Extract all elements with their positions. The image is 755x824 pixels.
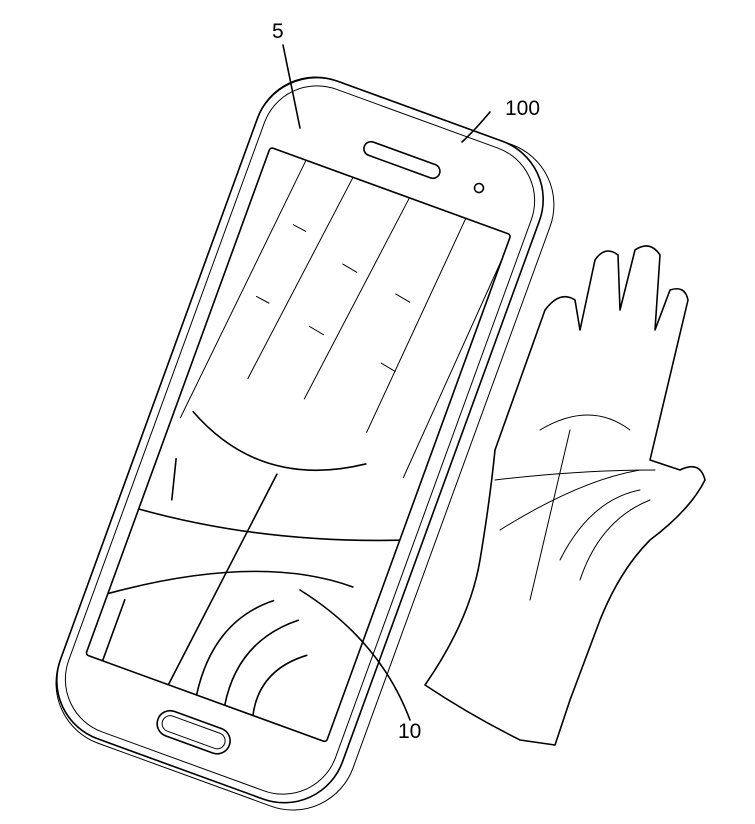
- hand: [424, 245, 706, 746]
- front-camera-icon: [473, 182, 485, 194]
- phone-body: [56, 76, 544, 804]
- smartphone: [55, 76, 555, 811]
- label-device-100: 100: [505, 97, 541, 120]
- palm-image-on-screen: [101, 159, 503, 717]
- label-screen-5: 5: [272, 20, 284, 43]
- label-palm-image-10: 10: [398, 720, 422, 743]
- earpiece-icon: [363, 140, 441, 180]
- home-button-icon: [156, 709, 231, 755]
- phone-screen: [85, 147, 511, 743]
- phone-side-edge: [55, 77, 555, 811]
- phone-body-inner-edge: [64, 85, 536, 795]
- leader-lines: [282, 44, 491, 721]
